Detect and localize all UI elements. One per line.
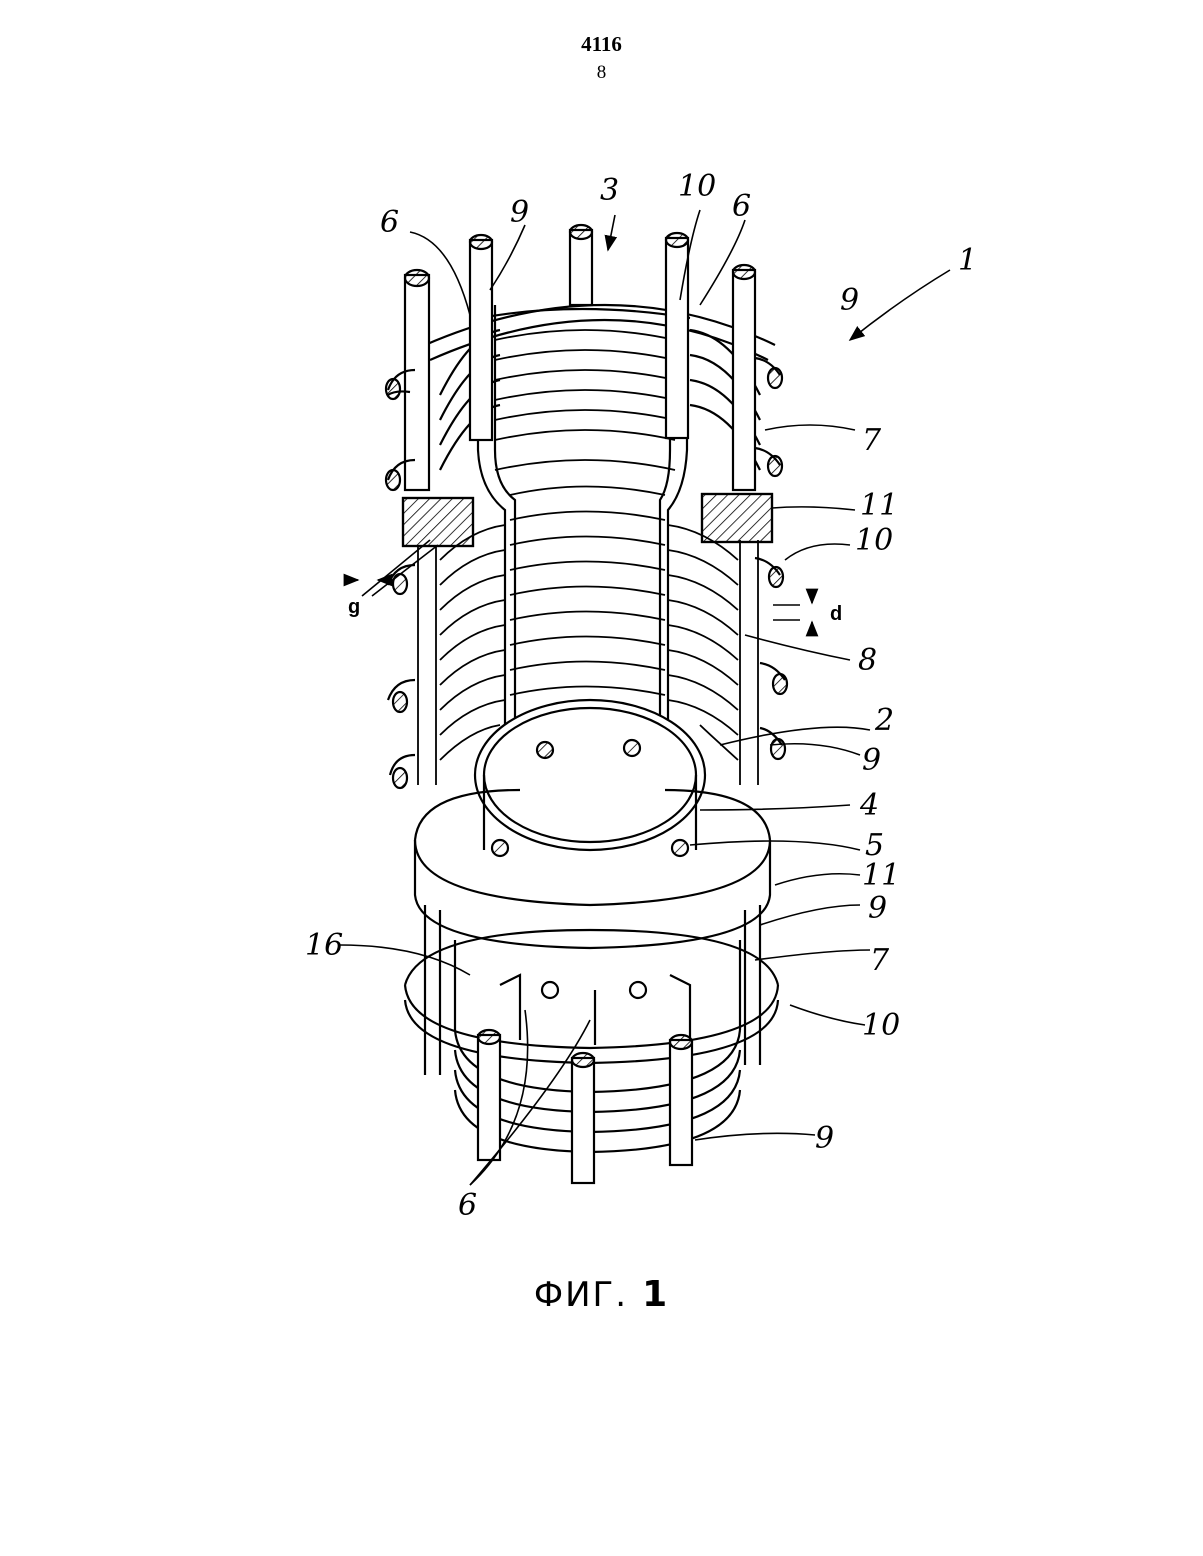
label-10-bottom: 10 (862, 1008, 900, 1043)
label-1: 1 (958, 243, 977, 278)
label-11-lower: 11 (862, 858, 900, 893)
clamp-blocks-11 (403, 494, 772, 546)
label-6-bottom: 6 (458, 1188, 477, 1223)
figure-caption: ФИГ. 1 (0, 1274, 1203, 1315)
label-7-lower: 7 (870, 943, 890, 978)
label-9-right-mid: 9 (862, 743, 881, 778)
figure-caption-number: 1 (642, 1274, 669, 1315)
label-16: 16 (305, 928, 343, 963)
label-10-right: 10 (855, 523, 893, 558)
label-8: 8 (858, 643, 877, 678)
label-10-top: 10 (678, 169, 716, 204)
label-6-top-right: 6 (732, 189, 751, 224)
label-9-right-top: 9 (840, 283, 859, 318)
label-6-top-left: 6 (380, 205, 399, 240)
label-2: 2 (874, 703, 894, 738)
label-11-upper: 11 (860, 488, 898, 523)
label-7-upper: 7 (862, 423, 882, 458)
tube-opening-2 (475, 700, 705, 856)
label-4: 4 (859, 788, 879, 823)
figure-caption-label: ФИГ. (534, 1275, 628, 1315)
label-9-top: 9 (510, 195, 529, 230)
label-9-bottom: 9 (815, 1121, 834, 1156)
leader-lines (340, 210, 950, 1185)
label-9-right-lower: 9 (868, 891, 887, 926)
label-d: d (830, 603, 842, 625)
label-g: g (348, 596, 360, 618)
label-3: 3 (600, 173, 619, 208)
inner-tube-bands (495, 330, 675, 695)
